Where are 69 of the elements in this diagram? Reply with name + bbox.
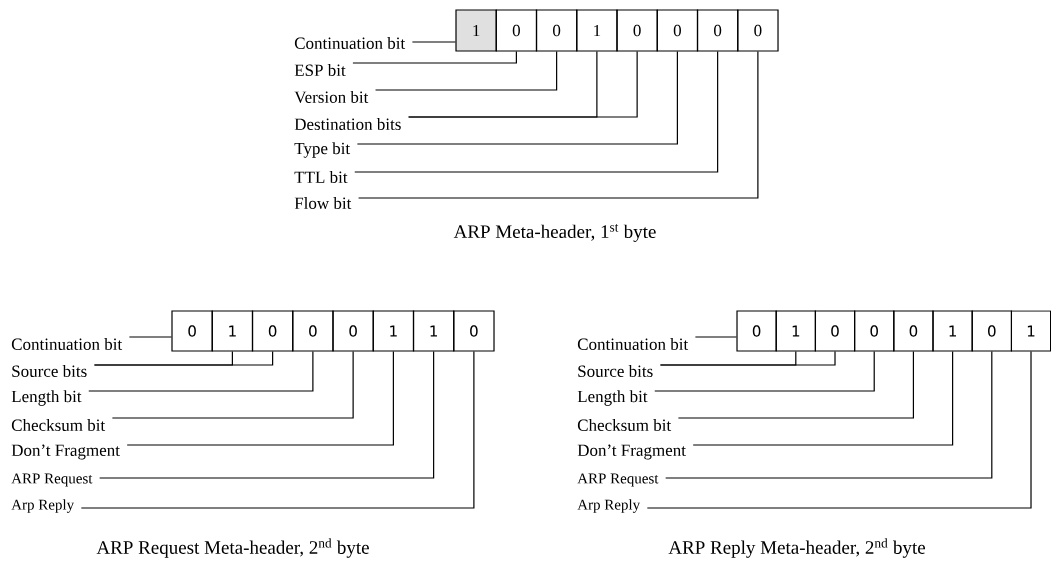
leader-line xyxy=(677,351,914,419)
bit-cell: 0 xyxy=(616,9,658,52)
bit-cell: 1 xyxy=(576,9,618,52)
leader-line xyxy=(99,351,435,479)
field-label: Checksum bit xyxy=(11,419,106,431)
bit-cell: 1 xyxy=(412,310,455,352)
bit-cell: 0 xyxy=(535,9,578,52)
bit-cell: 1 xyxy=(932,310,973,352)
field-label: Don’t Fragment xyxy=(577,444,686,460)
field-label: Type bit xyxy=(294,142,351,158)
bit-cell: 0 xyxy=(171,310,213,352)
field-label: Length bit xyxy=(11,390,82,406)
bit-cell: 0 xyxy=(251,310,294,352)
leader-line xyxy=(654,351,875,392)
bit-cell: 0 xyxy=(737,9,779,52)
leader-line xyxy=(408,51,638,118)
bit-cell: 1 xyxy=(775,310,816,352)
bit-cell: 0 xyxy=(495,9,538,52)
bit-cell: 0 xyxy=(332,310,374,352)
bit-cell: 1 xyxy=(455,9,497,52)
field-label: Don’t Fragment xyxy=(11,444,120,460)
field-label: Source bits xyxy=(12,365,87,377)
field-label: Destination bits xyxy=(294,118,401,130)
leader-line xyxy=(352,51,517,64)
bit-cell: 1 xyxy=(1010,310,1051,352)
leader-line xyxy=(111,351,354,419)
caption: ARP Reply Meta-header, 2$^{nd}$ byte xyxy=(668,538,926,558)
leader-line xyxy=(659,351,836,366)
leader-line xyxy=(411,41,456,43)
bit-cell: 1 xyxy=(372,310,415,352)
bit-cell: 0 xyxy=(736,310,777,352)
bit-cell: 1 xyxy=(211,310,254,352)
field-label: Checksum bit xyxy=(577,419,672,431)
leader-line xyxy=(93,351,274,366)
bit-cell: 0 xyxy=(292,310,334,352)
field-label: ARP Request xyxy=(577,473,659,487)
leader-line xyxy=(665,351,993,479)
bit-cell: 0 xyxy=(656,9,699,52)
field-label: Version bit xyxy=(294,91,369,103)
leader-line xyxy=(692,351,954,446)
field-label: Arp Reply xyxy=(577,499,641,513)
leader-line xyxy=(354,51,719,173)
leader-line xyxy=(356,51,678,145)
leader-line xyxy=(128,336,172,338)
field-label: TTL bit xyxy=(294,171,348,183)
bit-cell: 0 xyxy=(971,310,1012,352)
caption: ARP Request Meta-header, 2$^{nd}$ byte xyxy=(96,538,369,558)
caption: ARP Meta-header, 1$^{st}$ byte xyxy=(453,224,656,242)
field-label: Length bit xyxy=(577,390,648,406)
bit-cell: 0 xyxy=(814,310,856,352)
leader-line xyxy=(646,351,1032,509)
leader-line xyxy=(694,336,737,338)
leader-line xyxy=(374,51,558,91)
bit-cell: 0 xyxy=(453,310,495,352)
field-label: Flow bit xyxy=(294,197,352,209)
field-label: ESP bit xyxy=(294,64,346,76)
leader-line xyxy=(80,351,475,509)
field-label: Continuation bit xyxy=(577,338,689,350)
field-label: Continuation bit xyxy=(294,37,406,49)
field-label: Arp Reply xyxy=(11,499,75,513)
bit-cell: 0 xyxy=(696,9,739,52)
field-label: ARP Request xyxy=(11,473,93,487)
leader-line xyxy=(357,51,759,199)
field-label: Continuation bit xyxy=(11,338,123,350)
leader-line xyxy=(88,351,314,392)
bit-cell: 0 xyxy=(893,310,934,352)
field-label: Source bits xyxy=(578,365,653,377)
bit-cell: 0 xyxy=(854,310,895,352)
leader-line xyxy=(126,351,394,446)
